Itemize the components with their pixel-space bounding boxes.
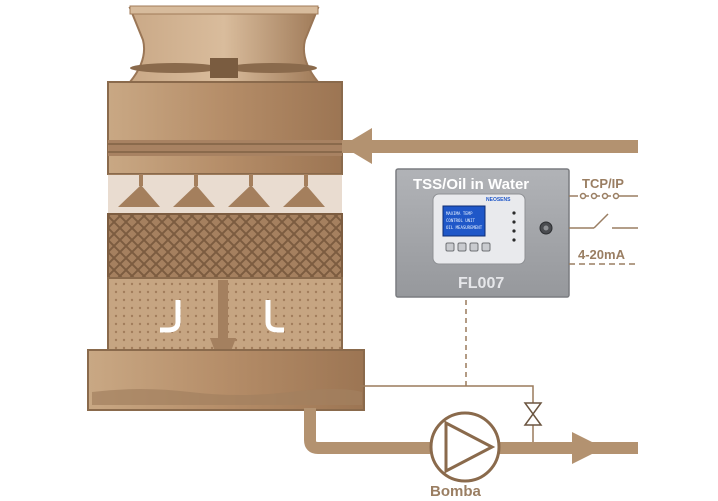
fill-media xyxy=(107,213,343,279)
gland-icon xyxy=(539,221,553,235)
signal-connections xyxy=(569,192,638,265)
fan-stack xyxy=(127,5,321,83)
water-flow-arrows xyxy=(160,300,284,333)
valve-icon xyxy=(523,402,543,426)
outlet-pipe xyxy=(304,408,638,464)
lcd-line-1: MAXIMA TEMP xyxy=(446,211,473,216)
inlet-pipe xyxy=(342,128,638,164)
pump-label: Bomba xyxy=(430,483,481,500)
controller-buttons[interactable] xyxy=(445,242,491,252)
spray-nozzles xyxy=(118,174,325,207)
lcd-line-3: OIL MEASUREMENT xyxy=(446,225,483,230)
panel-model: FL007 xyxy=(458,275,504,292)
lcd-screen xyxy=(442,205,486,237)
fan-icon xyxy=(130,58,317,78)
tower-body xyxy=(87,81,365,411)
sample-line xyxy=(360,300,543,442)
analog-label: 4-20mA xyxy=(578,247,626,262)
panel-title: TSS/Oil in Water xyxy=(413,176,529,193)
status-leds xyxy=(512,211,516,242)
analyzer-panel: TSS/Oil in Water FL007 NEOSENS MAXIMA TE… xyxy=(395,168,570,298)
brand-logo: NEOSENS xyxy=(486,197,511,203)
tcp-label: TCP/IP xyxy=(582,176,624,191)
relay-contact-icon xyxy=(569,213,638,229)
lcd-line-2: CONTROL UNIT xyxy=(446,218,475,223)
pump: Bomba xyxy=(429,411,501,500)
